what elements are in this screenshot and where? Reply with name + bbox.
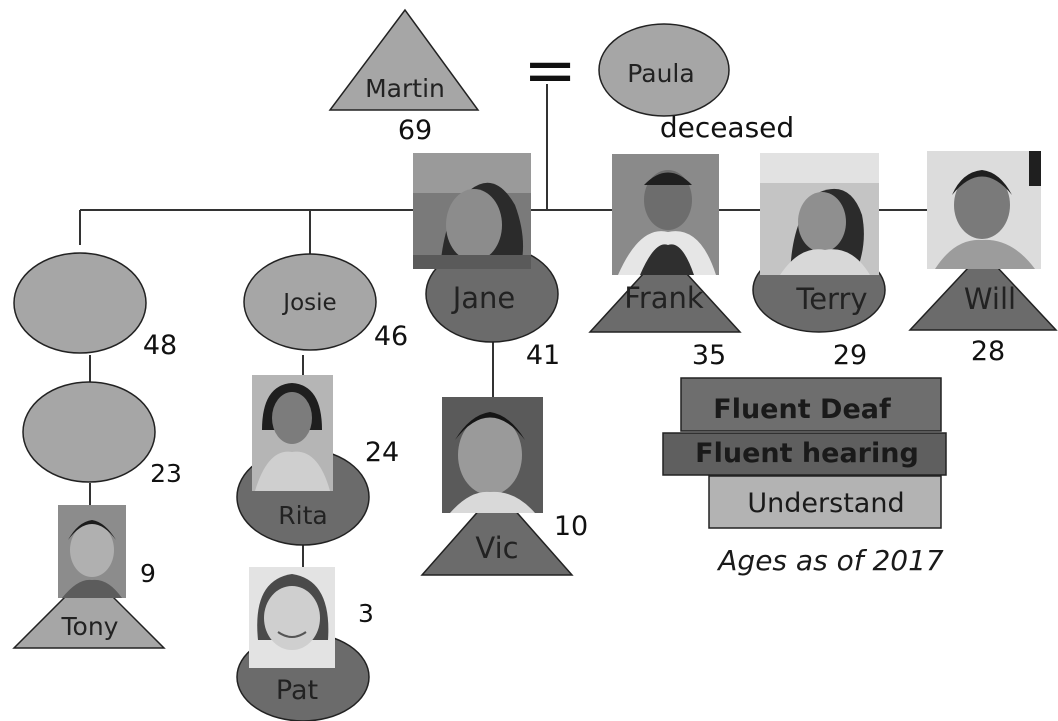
name-terry: Terry [795, 282, 867, 316]
ages-caption: Ages as of 2017 [716, 544, 944, 577]
person-jane: Jane 41 [413, 153, 560, 371]
photo-terry [760, 153, 879, 275]
person-terry: Terry 29 [752, 153, 886, 371]
photo-pat [249, 567, 335, 668]
photo-jane [413, 153, 531, 269]
legend-label-understand: Understand [747, 488, 904, 519]
name-vic: Vic [475, 531, 518, 565]
photo-vic [442, 397, 543, 513]
legend-item-fluent-deaf: Fluent Deaf [680, 377, 942, 432]
legend: Fluent Deaf Fluent hearing Understand [662, 377, 947, 529]
age-vic: 10 [554, 511, 588, 542]
photo-rita [252, 375, 333, 491]
age-frank: 35 [692, 340, 726, 371]
female-circle-josie [243, 253, 377, 351]
photo-will [927, 151, 1041, 269]
deceased-note-paula: deceased [660, 111, 794, 144]
person-martin: Martin 69 [328, 8, 480, 146]
legend-item-understand: Understand [708, 475, 942, 529]
name-will: Will [964, 282, 1016, 316]
legend-label-fluent-hearing: Fluent hearing [695, 438, 919, 469]
photo-tony [58, 505, 126, 598]
legend-swatch-fluent-hearing [662, 432, 947, 476]
person-paula: Paula deceased [598, 23, 794, 144]
name-josie: Josie [281, 290, 336, 316]
age-martin: 69 [398, 115, 432, 146]
person-pat: Pat 3 [236, 567, 374, 721]
person-rita: Rita 24 [236, 375, 399, 546]
male-triangle-martin [328, 8, 480, 111]
female-circle-sibling1 [13, 252, 147, 354]
legend-label-fluent-deaf: Fluent Deaf [713, 394, 891, 425]
legend-item-fluent-hearing: Fluent hearing [662, 432, 947, 476]
photo-frank [612, 154, 719, 275]
legend-swatch-fluent-deaf [680, 377, 942, 432]
name-tony: Tony [61, 612, 119, 641]
age-terry: 29 [833, 340, 867, 371]
age-tony: 9 [140, 559, 156, 588]
person-josie: Josie 46 [243, 253, 408, 352]
person-tony: Tony 9 [12, 505, 166, 649]
age-jane: 41 [526, 340, 560, 371]
age-will: 28 [971, 336, 1005, 367]
name-frank: Frank [624, 281, 704, 315]
age-niece: 23 [150, 459, 182, 488]
male-triangle-vic [420, 488, 574, 576]
male-triangle-will [908, 250, 1058, 331]
legend-swatch-understand [708, 475, 942, 529]
female-circle-niece [22, 381, 156, 483]
age-rita: 24 [365, 437, 399, 468]
name-rita: Rita [278, 501, 327, 530]
female-circle-paula [598, 23, 730, 117]
person-frank: Frank 35 [588, 154, 742, 371]
person-vic: Vic 10 [420, 397, 588, 576]
age-josie: 46 [374, 321, 408, 352]
male-triangle-tony [12, 571, 166, 649]
marriage-equals-sign: = [523, 34, 577, 108]
age-sibling1: 48 [143, 330, 177, 361]
person-niece: 23 [22, 381, 182, 488]
male-triangle-frank [588, 248, 742, 333]
person-will: Will 28 [908, 151, 1058, 367]
person-sibling1: 48 [13, 252, 177, 361]
name-martin: Martin [365, 74, 445, 103]
name-jane: Jane [451, 281, 516, 315]
name-paula: Paula [627, 59, 694, 88]
age-pat: 3 [358, 599, 374, 628]
name-pat: Pat [276, 675, 318, 706]
